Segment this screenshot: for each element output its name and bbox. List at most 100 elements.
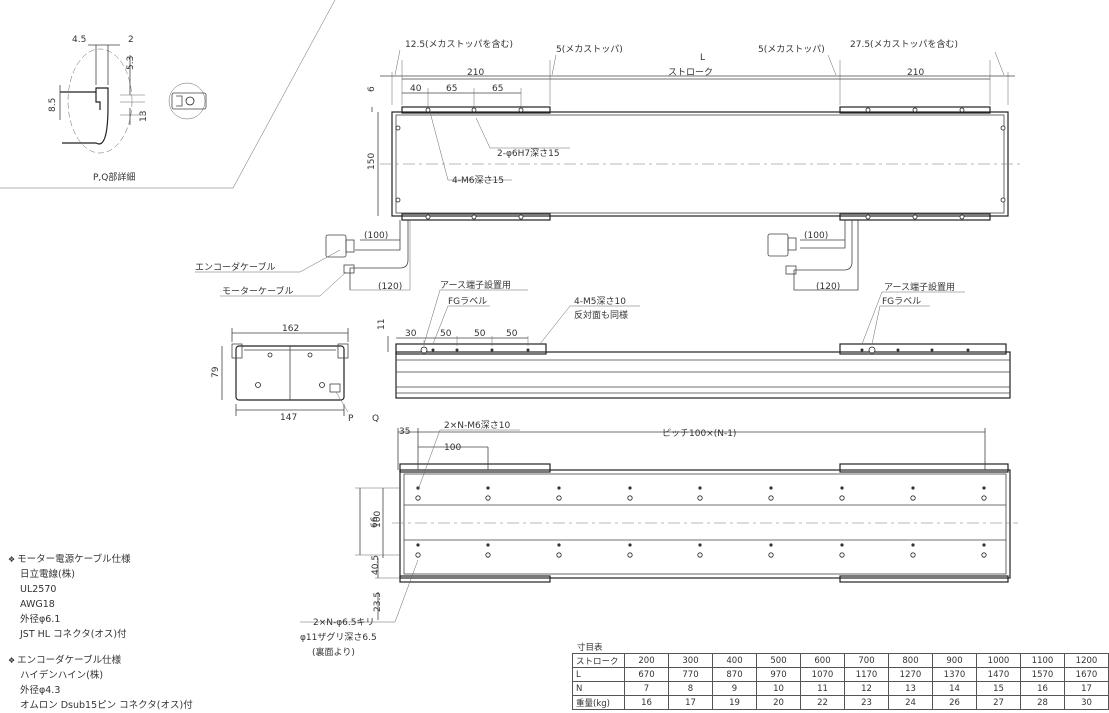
callout-tap: 4-M6深さ15 — [452, 175, 504, 186]
spec-cell: 970 — [756, 667, 801, 682]
spec-cell: 17 — [668, 695, 713, 710]
bottom-hole — [768, 552, 774, 558]
dim-cable-100-right: (100) — [804, 231, 828, 241]
spec-cell: 1570 — [1020, 667, 1065, 682]
dim-h6: 6 — [367, 86, 377, 92]
spec-cell: 700 — [844, 653, 889, 668]
bottom-hole — [415, 495, 421, 501]
bottom-hole — [416, 543, 420, 547]
dim-cable-120-left: (120) — [378, 282, 402, 292]
dim-end-left: 12.5(メカストッパを含む) — [405, 38, 513, 50]
end-dim-width: 162 — [282, 324, 299, 334]
bottom-hole — [557, 543, 561, 547]
spec-cell: 770 — [668, 667, 713, 682]
motor-spec-line: UL2570 — [20, 584, 57, 595]
spec-cell: 1170 — [844, 667, 889, 682]
spec-cell: 600 — [800, 653, 845, 668]
callout-through: 2×N-φ6.5キリ — [313, 618, 375, 628]
bottom-hole — [627, 552, 633, 558]
callout-pitch: ピッチ100×(N-1) — [662, 428, 736, 439]
spec-cell: 24 — [888, 695, 933, 710]
dim-block-right: 210 — [907, 68, 924, 78]
motor-spec-line: AWG18 — [20, 599, 55, 610]
bottom-hole — [769, 543, 773, 547]
side-dim-50b: 50 — [474, 329, 486, 339]
bottom-dim-100v: 100 — [373, 511, 383, 528]
top-view: 12.5(メカストッパを含む) 5(メカストッパ) L 5(メカストッパ) 27… — [195, 38, 1020, 297]
spec-cell: 11 — [800, 681, 845, 696]
bottom-hole — [910, 495, 916, 501]
bottom-hole — [697, 552, 703, 558]
bottom-hole — [840, 486, 844, 490]
callout-bottom-tap: 2×N-M6深さ10 — [444, 420, 510, 431]
bottom-hole — [628, 543, 632, 547]
end-label-q: Q — [372, 414, 379, 424]
motor-cable-spec-title: モーター電源ケーブル仕様 — [17, 554, 131, 565]
bottom-hole — [486, 543, 490, 547]
bottom-hole — [698, 486, 702, 490]
spec-cell: 16 — [1020, 681, 1065, 696]
detail-dim-2: 2 — [128, 35, 134, 45]
spec-cell: 1270 — [888, 667, 933, 682]
dim-stopper-left: 5(メカストッパ) — [556, 44, 623, 55]
spec-cell: 1370 — [932, 667, 977, 682]
callout-fg-right: FGラベル — [882, 296, 921, 307]
spec-cell: 9 — [712, 681, 757, 696]
spec-row-label: N — [572, 681, 625, 696]
spec-cell: 870 — [712, 667, 757, 682]
bottom-hole — [486, 486, 490, 490]
spec-cell: 1100 — [1020, 653, 1065, 668]
spec-cell: 22 — [800, 695, 845, 710]
bottom-hole — [627, 495, 633, 501]
end-view: 162 79 147 P Q — [211, 324, 379, 424]
spec-cell: 300 — [668, 653, 713, 668]
side-dim-50a: 50 — [440, 329, 452, 339]
spec-cell: 19 — [712, 695, 757, 710]
side-dim-11: 11 — [377, 319, 387, 330]
spec-cell: 1070 — [800, 667, 845, 682]
dim-p65b: 65 — [492, 84, 503, 94]
bottom-hole-pattern — [415, 486, 987, 558]
spec-cell: 27 — [976, 695, 1021, 710]
bottom-dim-40-5: 40.5 — [371, 555, 381, 575]
bottom-hole — [556, 495, 562, 501]
bottom-hole — [840, 543, 844, 547]
dim-length: L — [700, 53, 705, 63]
dim-block-left: 210 — [467, 68, 484, 78]
bottom-hole — [982, 486, 986, 490]
dim-stopper-right: 5(メカストッパ) — [758, 44, 825, 55]
spec-cell: 15 — [976, 681, 1021, 696]
spec-cell: 8 — [668, 681, 713, 696]
callout-earth-right: アース端子設置用 — [884, 281, 955, 293]
bottom-hole — [415, 552, 421, 558]
bottom-hole — [981, 495, 987, 501]
motor-spec-line: JST HL コネクタ(オス)付 — [20, 629, 127, 640]
bullet-icon: ❖ — [8, 656, 16, 665]
end-dim-bottom: 147 — [280, 413, 297, 423]
bottom-hole — [485, 495, 491, 501]
spec-cell: 30 — [1064, 695, 1109, 710]
spec-cell: 1670 — [1064, 667, 1109, 682]
bottom-dim-100: 100 — [444, 443, 461, 453]
spec-cell: 500 — [756, 653, 801, 668]
left-cables: (100) (120) エンコーダケーブル モーターケーブル — [195, 220, 411, 297]
bottom-hole — [982, 543, 986, 547]
callout-m5: 4-M5深さ10 — [574, 296, 626, 307]
end-label-p: P — [348, 414, 354, 424]
bottom-hole — [981, 552, 987, 558]
encoder-cable-spec-title: エンコーダケーブル仕様 — [17, 655, 122, 666]
side-view: 11 30 50 50 50 アース端子設置用 FGラベル 4-M5深さ10 反… — [377, 279, 1011, 399]
dim-p40: 40 — [410, 84, 422, 94]
detail-pq-view: 4.5 2 5.3 8.5 13 P,Q部詳細 — [0, 0, 336, 189]
callout-earth-left: アース端子設置用 — [440, 279, 511, 291]
spec-cell: 28 — [1020, 695, 1065, 710]
spec-cell: 26 — [932, 695, 977, 710]
spec-cell: 13 — [888, 681, 933, 696]
motor-cable-spec: ❖モーター電源ケーブル仕様 日立電線(株) UL2570 AWG18 外径φ6.… — [8, 552, 131, 642]
